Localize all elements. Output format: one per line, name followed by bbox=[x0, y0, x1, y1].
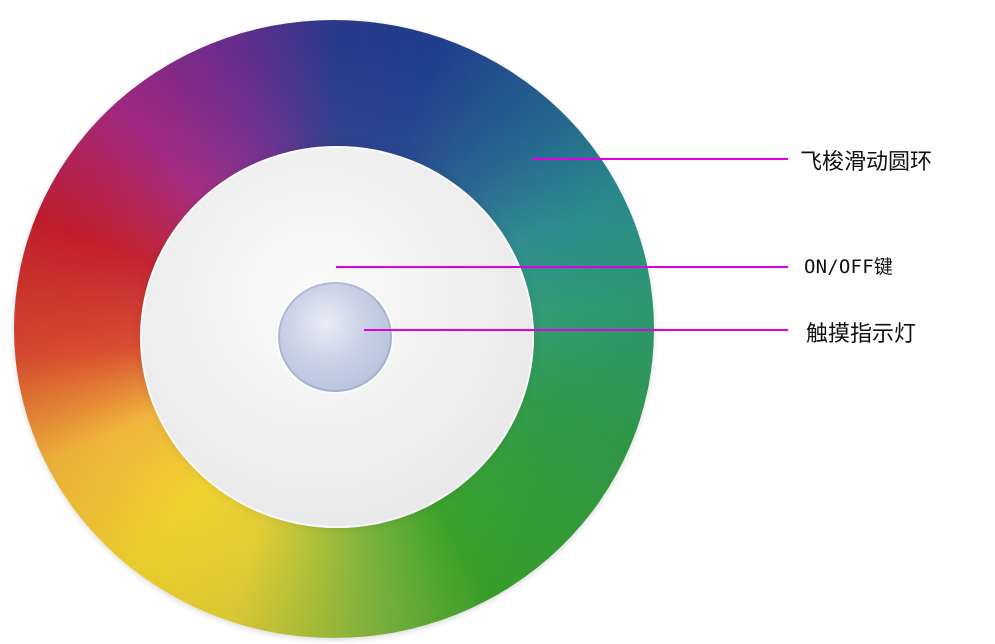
label-touch-indicator: 触摸指示灯 bbox=[806, 316, 916, 348]
label-slider-ring: 飞梭滑动圆环 bbox=[800, 144, 932, 176]
callout-line-slider-ring bbox=[532, 158, 788, 160]
callout-line-on-off bbox=[336, 266, 788, 268]
callout-line-indicator bbox=[364, 329, 788, 331]
touch-indicator-light bbox=[278, 282, 392, 392]
label-on-off-key: ON/OFF键 bbox=[804, 252, 893, 279]
